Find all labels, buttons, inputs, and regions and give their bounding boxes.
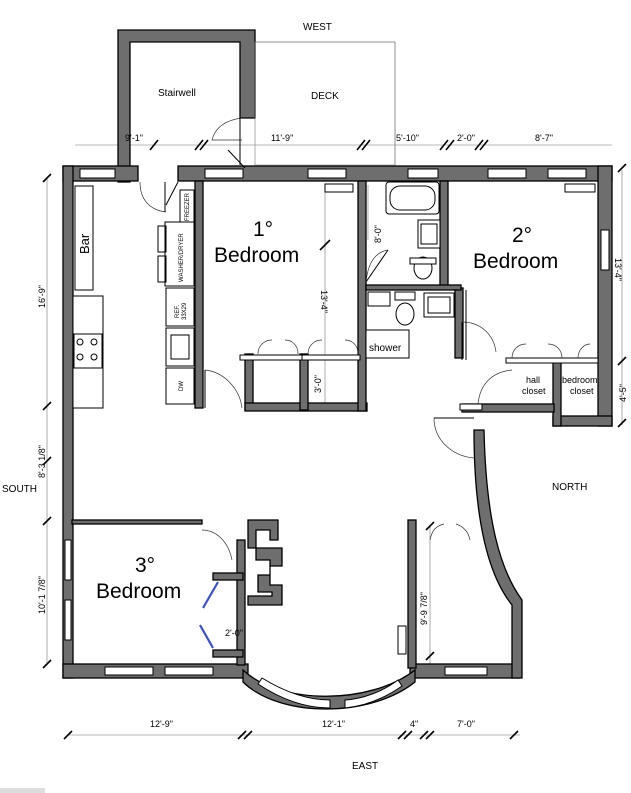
dim-bottom-small: 4" — [410, 719, 418, 729]
dim-top-bed1: 11'-9" — [271, 133, 293, 143]
toilet-2 — [395, 302, 415, 326]
shower-stall — [365, 329, 410, 359]
dim-top-bed2: 8'-7" — [535, 133, 553, 143]
room-shower: shower — [369, 343, 402, 354]
room-bedroom-closet-2: closet — [570, 386, 594, 396]
dim-left-upper: 16'-9" — [37, 285, 47, 308]
label-freezer: FREEZER — [185, 192, 191, 221]
dimension-lines — [46, 41, 623, 736]
label-east: EAST — [352, 761, 378, 772]
dim-bed1-height: 13'-4" — [319, 290, 329, 313]
label-ref-2: 33X29 — [182, 302, 188, 320]
room-hall-closet-1: hall — [526, 375, 540, 385]
dim-top-bath: 5'-10" — [396, 133, 419, 143]
closet-partitions — [239, 290, 599, 411]
dim-left-lower: 10'-1 7/8" — [37, 576, 47, 614]
sink — [165, 327, 195, 367]
room-bedroom3-number: 3° — [135, 554, 155, 577]
doors — [139, 117, 591, 561]
dim-closet-depth: 3'-0" — [313, 375, 323, 393]
room-bedroom1-number: 1° — [253, 218, 273, 241]
bathroom-fixtures — [365, 181, 455, 359]
label-ref-1: REF. — [175, 305, 181, 318]
label-west: WEST — [303, 22, 332, 33]
bathtub — [385, 181, 440, 215]
stairwell-walls — [117, 29, 256, 183]
dim-top-stair: 9'-1" — [125, 133, 143, 143]
room-bedroom2-number: 2° — [512, 224, 532, 247]
label-washer-dryer: WASHER/DRYER — [179, 233, 185, 282]
dim-bottom-left: 12'-9" — [150, 719, 173, 729]
kitchen-fixtures — [72, 185, 195, 409]
room-stairwell: Stairwell — [158, 88, 196, 99]
label-south: SOUTH — [2, 484, 37, 495]
room-bedroom-closet-1: bedroom — [562, 375, 598, 385]
dim-bottom-bay: 12'-1" — [322, 719, 345, 729]
dim-left-mid: 8'-3 1/8" — [37, 445, 47, 478]
room-deck: DECK — [311, 91, 339, 102]
room-hall-closet-2: closet — [522, 386, 546, 396]
dim-bottom-right: 7'-0" — [457, 719, 475, 729]
exterior-walls — [62, 165, 613, 710]
bar-counter — [74, 185, 94, 291]
dishwasher — [165, 367, 195, 405]
refrigerator — [165, 287, 195, 327]
room-bedroom3-label: Bedroom — [96, 580, 181, 603]
dimension-ticks — [42, 139, 627, 740]
dim-top-hall: 2'-0" — [457, 133, 475, 143]
dim-north-lower: 9'-9 7/8" — [419, 592, 429, 625]
deck-outline — [254, 41, 396, 166]
label-north: NORTH — [552, 482, 587, 493]
interior-walls — [71, 180, 555, 669]
windows — [64, 168, 610, 709]
label-dw: DW — [179, 381, 185, 391]
room-bedroom2-label: Bedroom — [473, 250, 558, 273]
radiators — [324, 183, 596, 655]
dim-bath-height: 8'-0" — [373, 225, 383, 243]
washer-dryer — [164, 221, 195, 287]
dim-bed3-window: 2'-0" — [225, 628, 243, 638]
dim-bed2-height: 13'-4" — [613, 258, 623, 281]
vanity-1 — [417, 219, 441, 249]
label-bar: Bar — [77, 233, 92, 254]
room-bedroom1-label: Bedroom — [214, 244, 299, 267]
dim-closet-right: 4'-5" — [618, 384, 628, 402]
